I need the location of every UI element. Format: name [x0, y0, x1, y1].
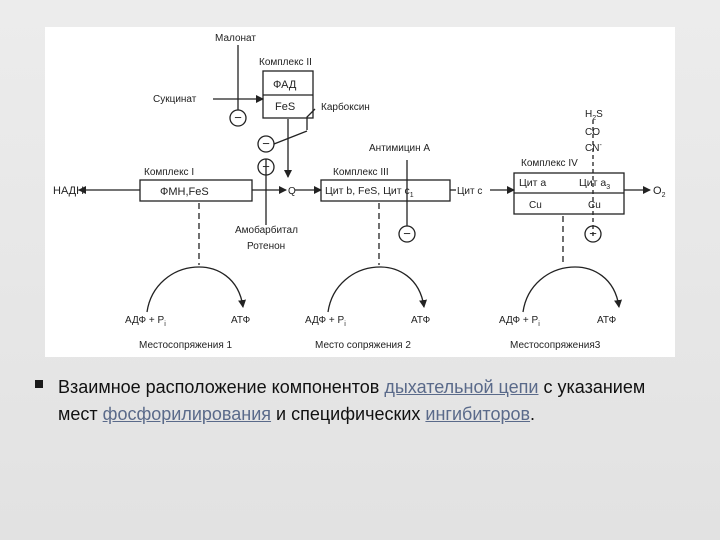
complex2-label: Комплекс II	[259, 57, 312, 68]
site2-label: Место сопряжения 2	[315, 340, 411, 351]
minus-sign: −	[403, 226, 411, 241]
cyt-a3-label: Цит a3	[579, 177, 610, 191]
adp-pi-label-2: АДФ + Pi	[305, 315, 346, 328]
carboxin-connector	[273, 130, 308, 145]
fmn-fes-label: ФМН,FeS	[160, 186, 209, 198]
carboxin-label: Карбоксин	[321, 101, 370, 113]
link-phosphorylation[interactable]: фосфорилирования	[102, 404, 272, 424]
cyt-a-label: Цит a	[519, 177, 546, 189]
amobarbital-inhibitor-circle	[257, 158, 275, 176]
nadh-label: НАДН	[53, 185, 84, 197]
adp-pi-label-3: АДФ + Pi	[499, 315, 540, 328]
cu-label-left: Cu	[529, 200, 542, 211]
atp-label-3: АТФ	[597, 315, 617, 326]
adp-pi-label-1: АДФ + Pi	[125, 315, 166, 328]
fad-label: ФАД	[273, 79, 297, 91]
h2s-label: H2S	[585, 109, 603, 122]
link-inhibitors[interactable]: ингибиторов	[425, 404, 531, 424]
q-label: Q	[288, 186, 296, 197]
site1-arc	[146, 266, 246, 313]
complex1-label: Комплекс I	[144, 167, 194, 178]
atp-label-2: АТФ	[411, 315, 431, 326]
antimycin-inhibitor-circle	[398, 225, 416, 243]
site1-label: Местосопряжения 1	[139, 340, 233, 351]
site3-arc	[522, 266, 622, 313]
complex1-box	[139, 179, 253, 202]
caption-part: .	[530, 404, 536, 424]
diagram-panel: − − − − − Малонат Комплекс II ФАД FeS Су…	[45, 27, 675, 357]
site3-label: Местосопряжения3	[510, 340, 601, 351]
complex3-box	[320, 179, 451, 202]
minus-sign: −	[262, 136, 270, 151]
caption-part: с указанием мест	[58, 377, 646, 424]
antimycin-label: Антимицин А	[369, 143, 430, 154]
bullet-icon	[35, 380, 43, 388]
rotenone-label: Ротенон	[247, 241, 285, 252]
minus-sign: −	[234, 110, 242, 125]
co-label: CO	[585, 127, 600, 138]
fes-label: FeS	[275, 101, 295, 113]
o2-label: O2	[653, 185, 666, 199]
minus-sign: −	[262, 159, 270, 174]
caption-part: и специфических	[271, 404, 426, 424]
cn-label: CN-	[585, 142, 602, 154]
link-respiratory-chain[interactable]: дыхательной цепи	[384, 377, 539, 397]
complex3-components-label: Цит b, FeS, Цит c1	[325, 185, 414, 199]
complex3-label: Комплекс III	[333, 167, 389, 178]
carboxin-line	[306, 108, 316, 130]
site2-arc	[327, 266, 427, 313]
caption: Взаимное расположение компонентов дыхате…	[35, 374, 675, 428]
complex4-label: Комплекс IV	[521, 158, 578, 169]
malonate-inhibitor-circle	[229, 109, 247, 127]
atp-label-1: АТФ	[231, 315, 251, 326]
minus-sign: −	[589, 226, 597, 241]
caption-part: Взаимное расположение компонентов	[58, 377, 385, 397]
malonate-label: Малонат	[215, 33, 256, 44]
amobarbital-label: Амобарбитал	[235, 224, 298, 236]
cyt-c-label: Цит с	[457, 186, 482, 197]
respiratory-chain-diagram: − − − − − Малонат Комплекс II ФАД FeS Су…	[53, 33, 666, 351]
caption-text: Взаимное расположение компонентов дыхате…	[58, 374, 675, 428]
cyanide-inhibitor-circle	[584, 225, 602, 243]
cu-label-right: Cu	[588, 200, 601, 211]
succinate-label: Сукцинат	[153, 94, 197, 105]
